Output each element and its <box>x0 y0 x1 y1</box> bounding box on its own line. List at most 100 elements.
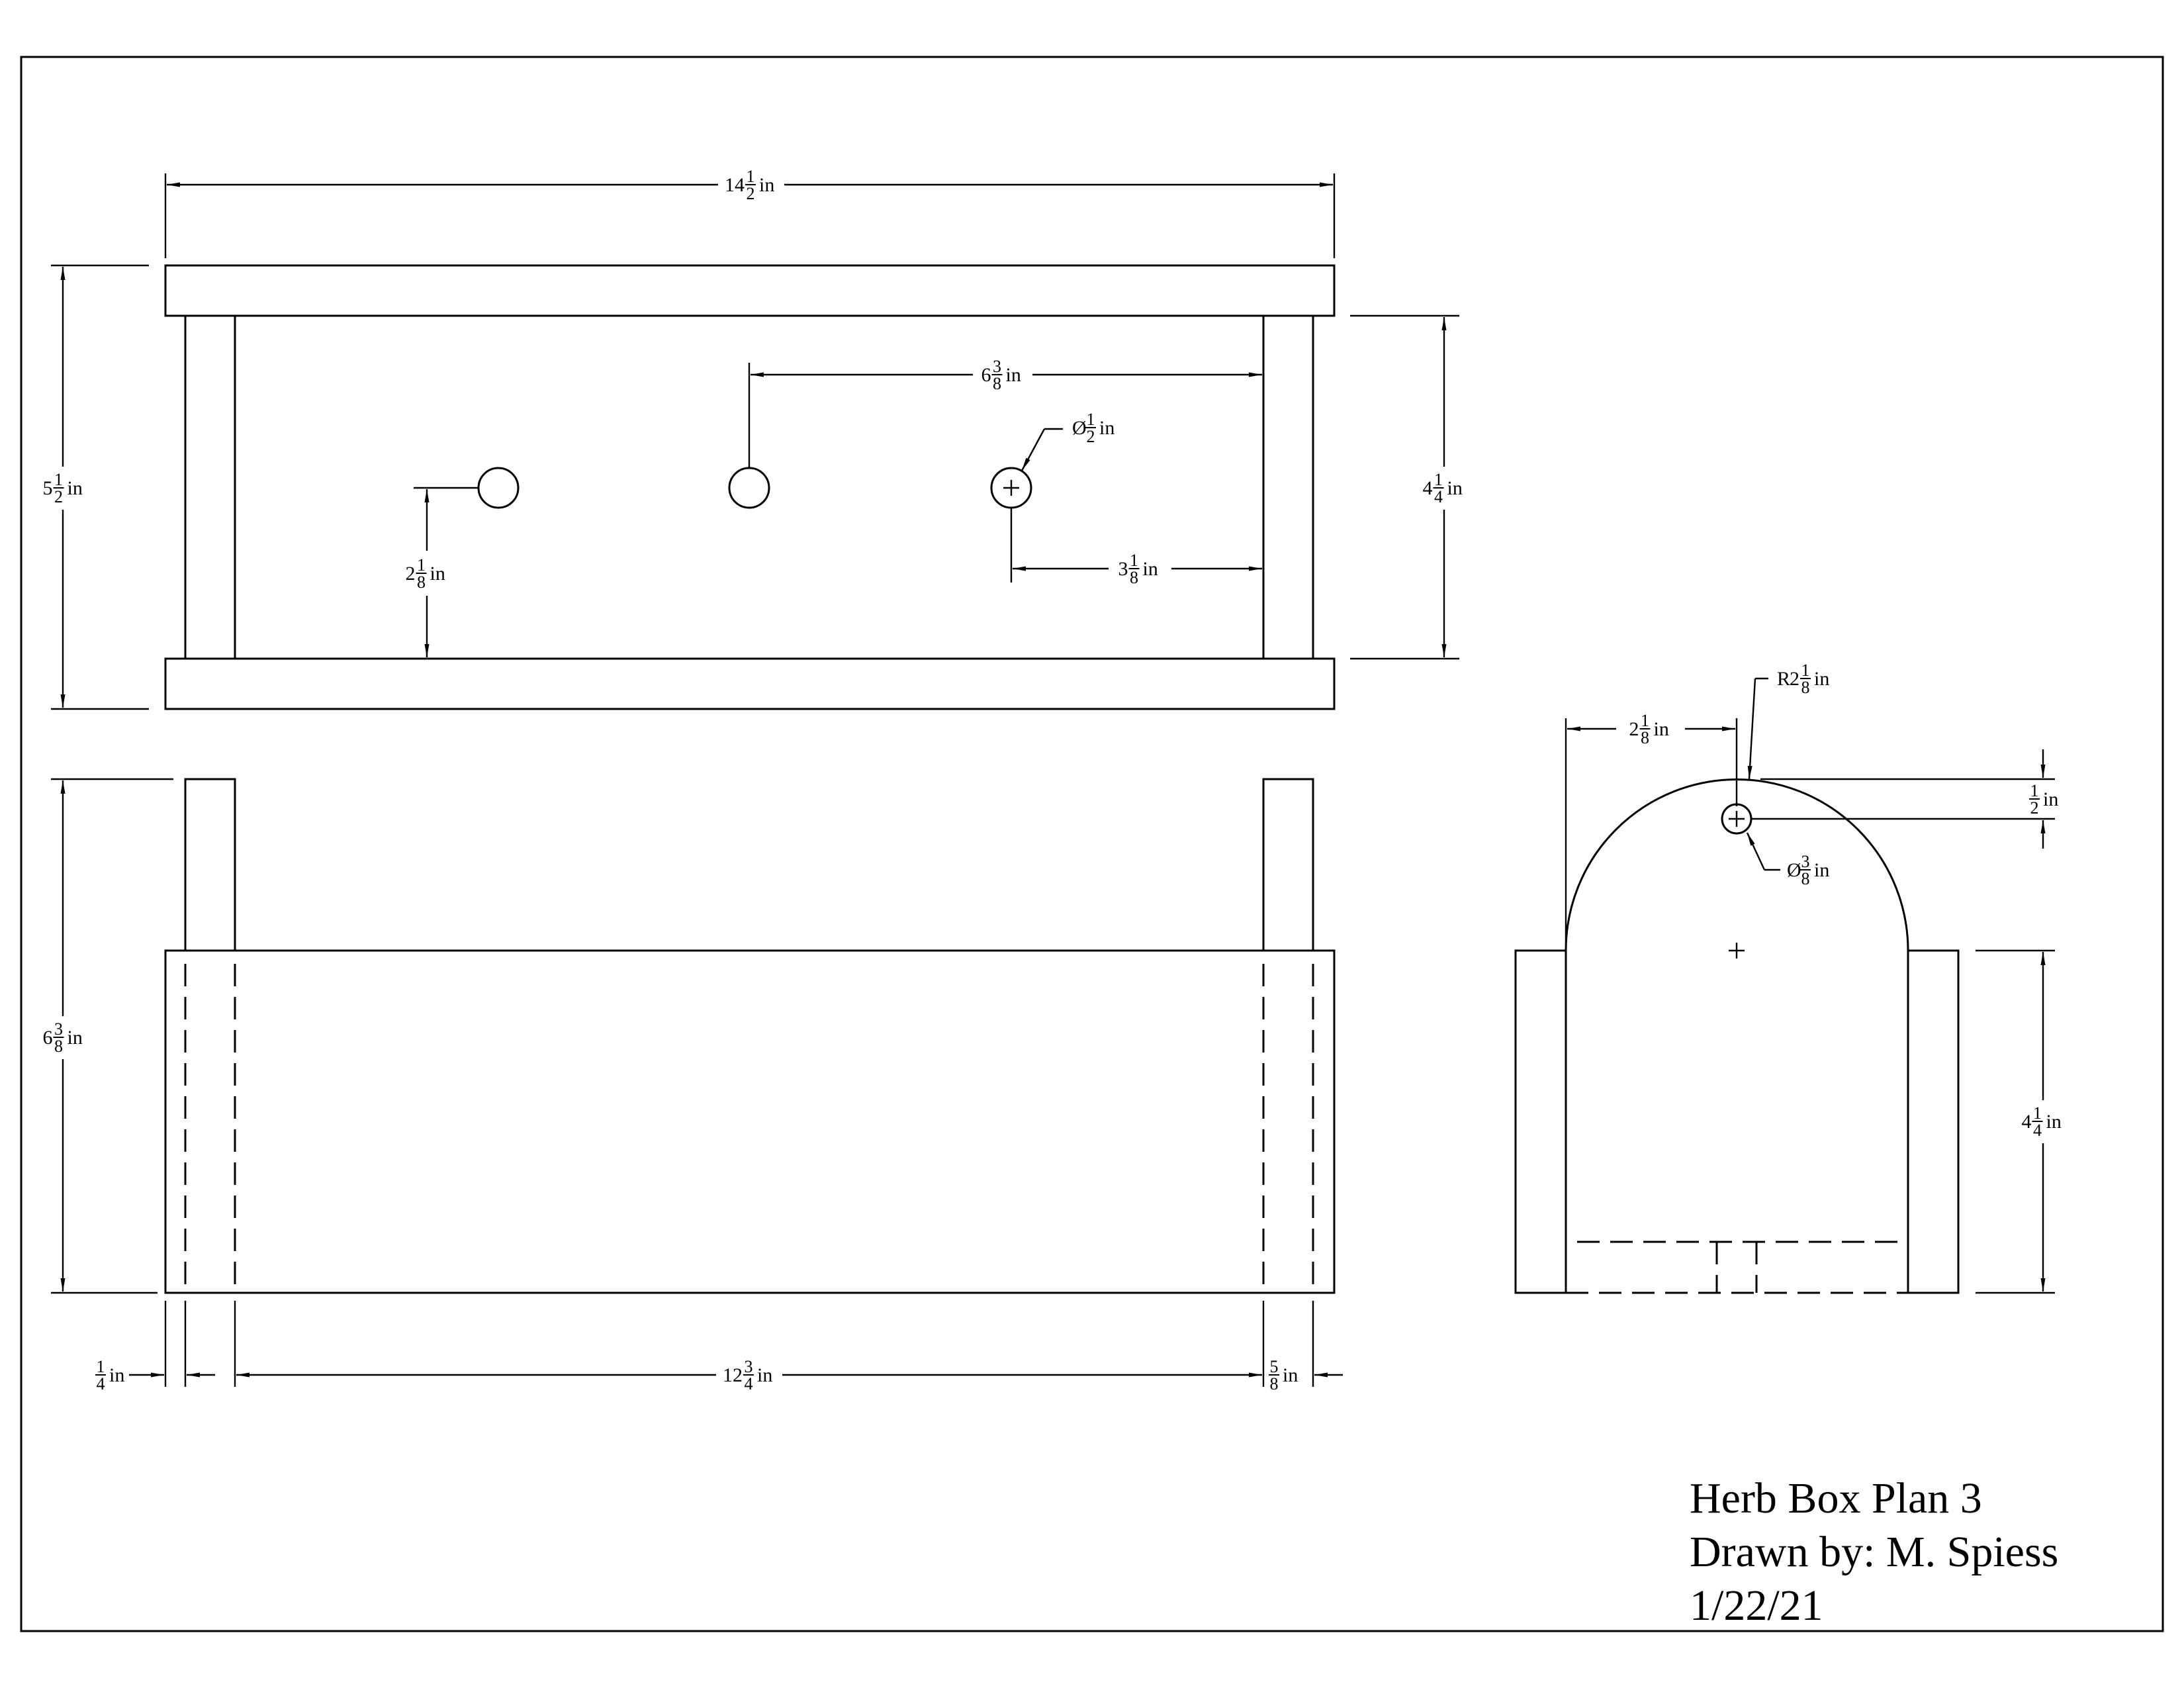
dim-denominator: 4 <box>745 1374 753 1393</box>
dim-numerator: 1 <box>1434 470 1443 489</box>
dim-denominator: 4 <box>97 1374 105 1393</box>
top-rail <box>164 264 1336 317</box>
dim-unit: in <box>757 1364 772 1386</box>
dim-whole: 4 <box>1423 477 1433 499</box>
end-hidden-lines <box>1566 1241 1908 1294</box>
dim-unit: in <box>1006 364 1021 386</box>
dim-numerator: 1 <box>1801 661 1810 680</box>
dim-whole: 6 <box>43 1027 53 1049</box>
end-left-rail <box>1514 949 1567 1294</box>
right-post <box>1262 314 1314 660</box>
dim-unit: in <box>1814 668 1829 690</box>
dim-denominator: 8 <box>54 1037 63 1056</box>
dim-prefix: R <box>1777 668 1790 690</box>
sheet-border <box>20 56 2164 1632</box>
dim-denominator: 8 <box>1801 869 1810 888</box>
dim-whole: 2 <box>406 563 416 585</box>
dim-numerator: 1 <box>747 167 755 186</box>
end-arch-center-mark <box>1729 943 1745 959</box>
dim-numerator: 5 <box>1270 1357 1279 1376</box>
dim-unit: in <box>759 174 774 196</box>
dim-numerator: 1 <box>97 1357 105 1376</box>
dim-numerator: 1 <box>2033 1103 2042 1123</box>
dim-whole: 12 <box>723 1364 743 1386</box>
dim-denominator: 8 <box>993 374 1001 393</box>
hole-center <box>728 467 770 509</box>
dim-unit: in <box>1099 417 1115 439</box>
drawn-by: Drawn by: M. Spiess <box>1690 1528 2058 1576</box>
dim-numerator: 1 <box>1130 551 1138 570</box>
dim-denominator: 2 <box>747 184 755 203</box>
dim-whole: 4 <box>2022 1111 2032 1133</box>
dim-unit: in <box>1654 718 1669 740</box>
hole-left <box>477 467 520 509</box>
dim-whole: 2 <box>1790 668 1799 690</box>
dim-denominator: 4 <box>1434 487 1443 506</box>
end-top-hole-center <box>1729 811 1745 827</box>
dim-denominator: 8 <box>1641 728 1649 747</box>
dim-unit: in <box>1143 558 1158 580</box>
dim-whole: 14 <box>725 174 745 196</box>
dim-unit: in <box>68 1027 83 1049</box>
hidden-post-lines <box>184 964 1314 1293</box>
right-post-top <box>1262 778 1314 951</box>
dim-numerator: 3 <box>54 1019 63 1039</box>
dim-numerator: 1 <box>54 470 63 489</box>
dim-numerator: 3 <box>1801 852 1810 871</box>
title-block: Herb Box Plan 3 Drawn by: M. Spiess 1/22… <box>1690 1474 2058 1630</box>
left-post-top <box>184 778 236 951</box>
dim-numerator: 1 <box>417 555 426 575</box>
dim-unit: in <box>2043 788 2058 810</box>
dim-unit: in <box>1814 859 1829 881</box>
dim-numerator: 1 <box>2030 781 2039 800</box>
dim-unit: in <box>1283 1364 1298 1386</box>
dim-denominator: 2 <box>54 487 63 506</box>
drawing-date: 1/22/21 <box>1690 1581 1823 1630</box>
dim-denominator: 8 <box>1270 1374 1279 1393</box>
front-panel <box>164 949 1336 1294</box>
end-right-rail <box>1907 949 1960 1294</box>
dim-unit: in <box>109 1364 124 1386</box>
dim-unit: in <box>68 477 83 499</box>
dim-unit: in <box>430 563 445 585</box>
dim-numerator: 1 <box>1087 410 1095 429</box>
dim-denominator: 8 <box>1130 568 1138 587</box>
dim-numerator: 1 <box>1641 711 1649 730</box>
dim-unit: in <box>1447 477 1463 499</box>
dim-numerator: 3 <box>993 357 1001 376</box>
dim-denominator: 2 <box>1087 427 1095 446</box>
dim-prefix: Ø <box>1072 417 1087 439</box>
dim-denominator: 2 <box>2030 798 2039 818</box>
dim-unit: in <box>2046 1111 2062 1133</box>
dim-denominator: 8 <box>1801 678 1810 697</box>
dim-whole: 2 <box>1629 718 1639 740</box>
bottom-rail <box>164 657 1336 710</box>
